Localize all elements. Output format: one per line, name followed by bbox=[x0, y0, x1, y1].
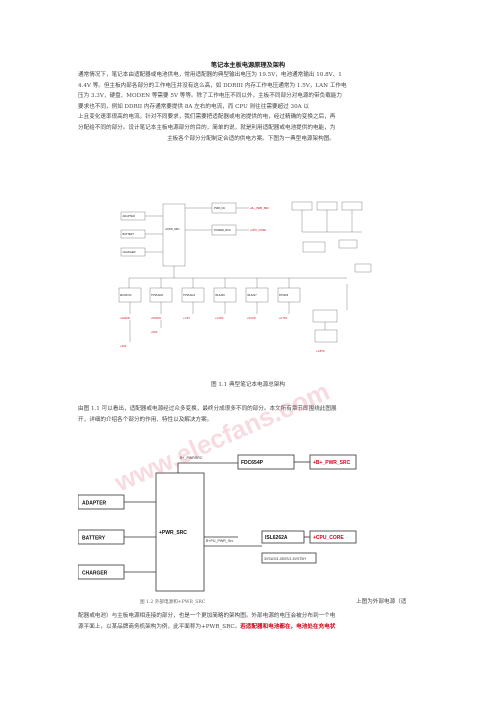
fig1-block-battery: BATTERY bbox=[123, 232, 135, 236]
fig2-hub-wire-mid: B+PU_PWR_Src bbox=[206, 539, 233, 543]
fig1-row-block: MAX8724 bbox=[120, 293, 132, 297]
fig1-row-block: ISL6227 bbox=[247, 293, 257, 297]
fig1-top-block: PWR_DC bbox=[214, 206, 225, 210]
power-architecture-diagram: ADAPTER BATTERY CHARGER +PWR_SRC PWR_DC … bbox=[118, 201, 372, 353]
fig1-top-output: +B+_PWR_SRC bbox=[250, 206, 269, 210]
tail-line-plain: 源平面上，以某品牌商务机架构为例，此平面称为+PWR_SRC。 bbox=[78, 624, 241, 630]
tail-paragraph: 配器或电池）与主板电源相连接的部分，也是一个更加简略的架构图。外部电源的电压会被… bbox=[78, 611, 424, 633]
fig1-bottom-output: +5VS bbox=[151, 330, 158, 334]
fig2-charger: CHARGER bbox=[82, 571, 108, 577]
fig1-bottom-output: +3VS bbox=[120, 344, 127, 348]
intro-line: 4.4V 等。但主板内部各部分的工作电压并没有这么高，如 DDRIII 内存工作… bbox=[78, 82, 347, 89]
document-title: 笔记本主板电源原理及架构 bbox=[210, 62, 286, 69]
fig2-bus-label: 3VSUS/1.05VS/1.5VSTBY bbox=[264, 557, 307, 561]
fig1-row-block: TPS51120 bbox=[151, 293, 164, 297]
fig2-hub-wire-top: B+_PWRSRC bbox=[180, 456, 203, 460]
fig1-block-charger: CHARGER bbox=[123, 250, 136, 254]
fig1-block-adapter: ADAPTER bbox=[123, 214, 135, 218]
fig2-out2: +CPU_CORE bbox=[313, 535, 344, 541]
fig1-row-output: +3VALW bbox=[120, 316, 130, 320]
after-fig1-line: 开，详细的介绍各个部分的作用、特性以及解决方案。 bbox=[78, 416, 213, 423]
fig1-top-block: POWER_BUS bbox=[214, 228, 231, 232]
after-fig1-line: 由图 1.1 可以看出，适配器或电源经过众多变换，最终分成很多不同的部分。本文所… bbox=[78, 406, 337, 412]
intro-line-last: 主板各个部分分配制定合适的供电方案。下图为一典型电源架构图。 bbox=[167, 135, 335, 142]
figure2-caption: 图 1.2 外部电源和+PWR_SRC bbox=[140, 600, 206, 605]
fig1-row-output: +1.05V bbox=[215, 316, 224, 320]
external-power-diagram: ADAPTER BATTERY CHARGER +PWR_SRC FDC654P… bbox=[78, 454, 357, 592]
intro-paragraph: 通常情况下，笔记本由适配器或电池供电，常用适配器的典型输出电压为 19.5V，电… bbox=[78, 70, 424, 144]
tail-line-highlight: 若适配器和电池都在，电池处在充电状 bbox=[240, 624, 336, 630]
fig2-chip2: ISL6262A bbox=[265, 535, 288, 541]
tail-line: 源平面上，以某品牌商务机架构为例，此平面称为+PWR_SRC。若适配器和电池都在… bbox=[78, 622, 424, 633]
fig1-row-output: +5VALW bbox=[151, 316, 161, 320]
tail-line: 配器或电池）与主板电源相连接的部分，也是一个更加简略的架构图。外部电源的电压会被… bbox=[78, 613, 336, 619]
intro-line: 要求也不同，例如 DDRII 内存通常要提供 8A 左右的电流，而 CPU 则往… bbox=[78, 103, 310, 110]
fig2-adapter: ADAPTER bbox=[82, 501, 107, 507]
fig1-hub: +PWR_SRC bbox=[165, 227, 180, 231]
fig2-hub: +PWR_SRC bbox=[159, 530, 187, 536]
intro-line: 压为 3.3V，硬盘、MODEN 等需要 5V 等等。除了工作电压不同以外，主板… bbox=[78, 93, 342, 100]
fig1-bottom-output: +1.8VS bbox=[316, 349, 325, 353]
fig1-row-block: RT9026 bbox=[279, 293, 289, 297]
fig2-out1: +B+_PWR_SRC bbox=[313, 460, 351, 466]
figure2-aside-text: 上图为外部电源（适 bbox=[356, 599, 407, 605]
after-figure1-paragraph: 由图 1.1 可以看出，适配器或电源经过众多变换，最终分成很多不同的部分。本文所… bbox=[78, 404, 424, 425]
fig1-row-output: +VCCP bbox=[247, 316, 256, 320]
intro-line: 上且变化速率很高的电流。针对不同要求，我们需要把适配器或电池提供的电，经过精确的… bbox=[78, 114, 336, 121]
intro-line: 分配给不同的部分。设计笔记本主板电源部分的目的，简单的说，就是利用适配器或电池提… bbox=[78, 124, 336, 131]
fig1-row-block: TPS51124 bbox=[183, 293, 196, 297]
figure1-caption: 图 1.1 典型笔记本电源总架构 bbox=[211, 382, 285, 388]
fig2-chip1: FDC654P bbox=[241, 460, 264, 466]
fig1-row-output: +1.5V bbox=[183, 316, 190, 320]
fig1-row-output: +0.75V bbox=[279, 316, 288, 320]
intro-line: 通常情况下，笔记本由适配器或电池供电，常用适配器的典型输出电压为 19.5V，电… bbox=[78, 72, 342, 78]
fig2-battery: BATTERY bbox=[82, 536, 106, 542]
fig1-top-output: +CPU_CORE bbox=[250, 228, 266, 232]
fig1-row-block: ISL6269 bbox=[215, 293, 225, 297]
